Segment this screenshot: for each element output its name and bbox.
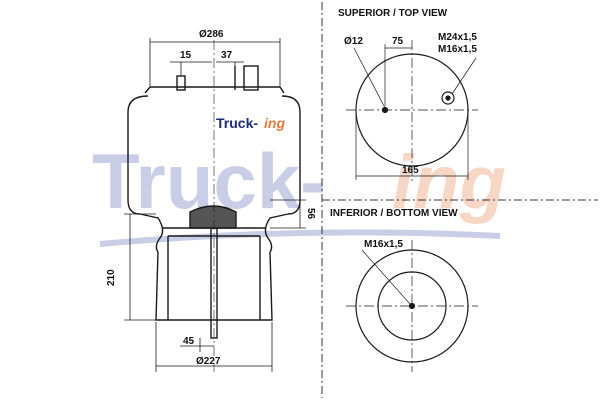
bead-right (264, 213, 289, 253)
bottom-view-lines (346, 240, 478, 372)
bottom-view-title: INFERIOR / BOTTOM VIEW (330, 208, 458, 219)
dim-bottom-diameter: Ø227 (196, 356, 221, 367)
dim-rod-offset: 45 (183, 336, 195, 347)
side-dimension-lines (124, 38, 306, 372)
dim-height: 210 (106, 269, 117, 286)
dim-top-diameter: Ø286 (199, 29, 224, 40)
piston-body (155, 251, 273, 321)
bead-left (139, 213, 164, 253)
logo-suffix: ing (264, 115, 285, 131)
stud-right (243, 65, 259, 91)
top-view-lines (346, 40, 478, 182)
dim-thread-1: M24x1,5 (438, 32, 477, 43)
side-view (127, 65, 301, 339)
dim-hole-spacing: 75 (392, 36, 404, 47)
top-plate (144, 86, 285, 94)
bellows-left (127, 95, 149, 215)
dim-stud-offset-1: 15 (180, 50, 192, 61)
dim-hole-diameter: Ø12 (344, 36, 363, 47)
stud-left (176, 75, 186, 91)
top-view-thread (445, 95, 451, 101)
bumper (189, 205, 237, 229)
watermark-swoosh (99, 229, 501, 247)
dim-piston-offset: 56 (305, 208, 316, 220)
dim-top-width: 165 (402, 165, 419, 176)
dim-stud-offset-2: 37 (221, 50, 233, 61)
top-view-thread-boss (441, 91, 455, 105)
watermark-suffix: ing (392, 140, 506, 225)
logo-main: Truck- (216, 115, 258, 131)
top-view-title: SUPERIOR / TOP VIEW (338, 8, 448, 19)
bellows-right (281, 95, 301, 215)
dim-bottom-thread: M16x1,5 (364, 239, 403, 250)
dim-thread-2: M16x1,5 (438, 44, 477, 55)
